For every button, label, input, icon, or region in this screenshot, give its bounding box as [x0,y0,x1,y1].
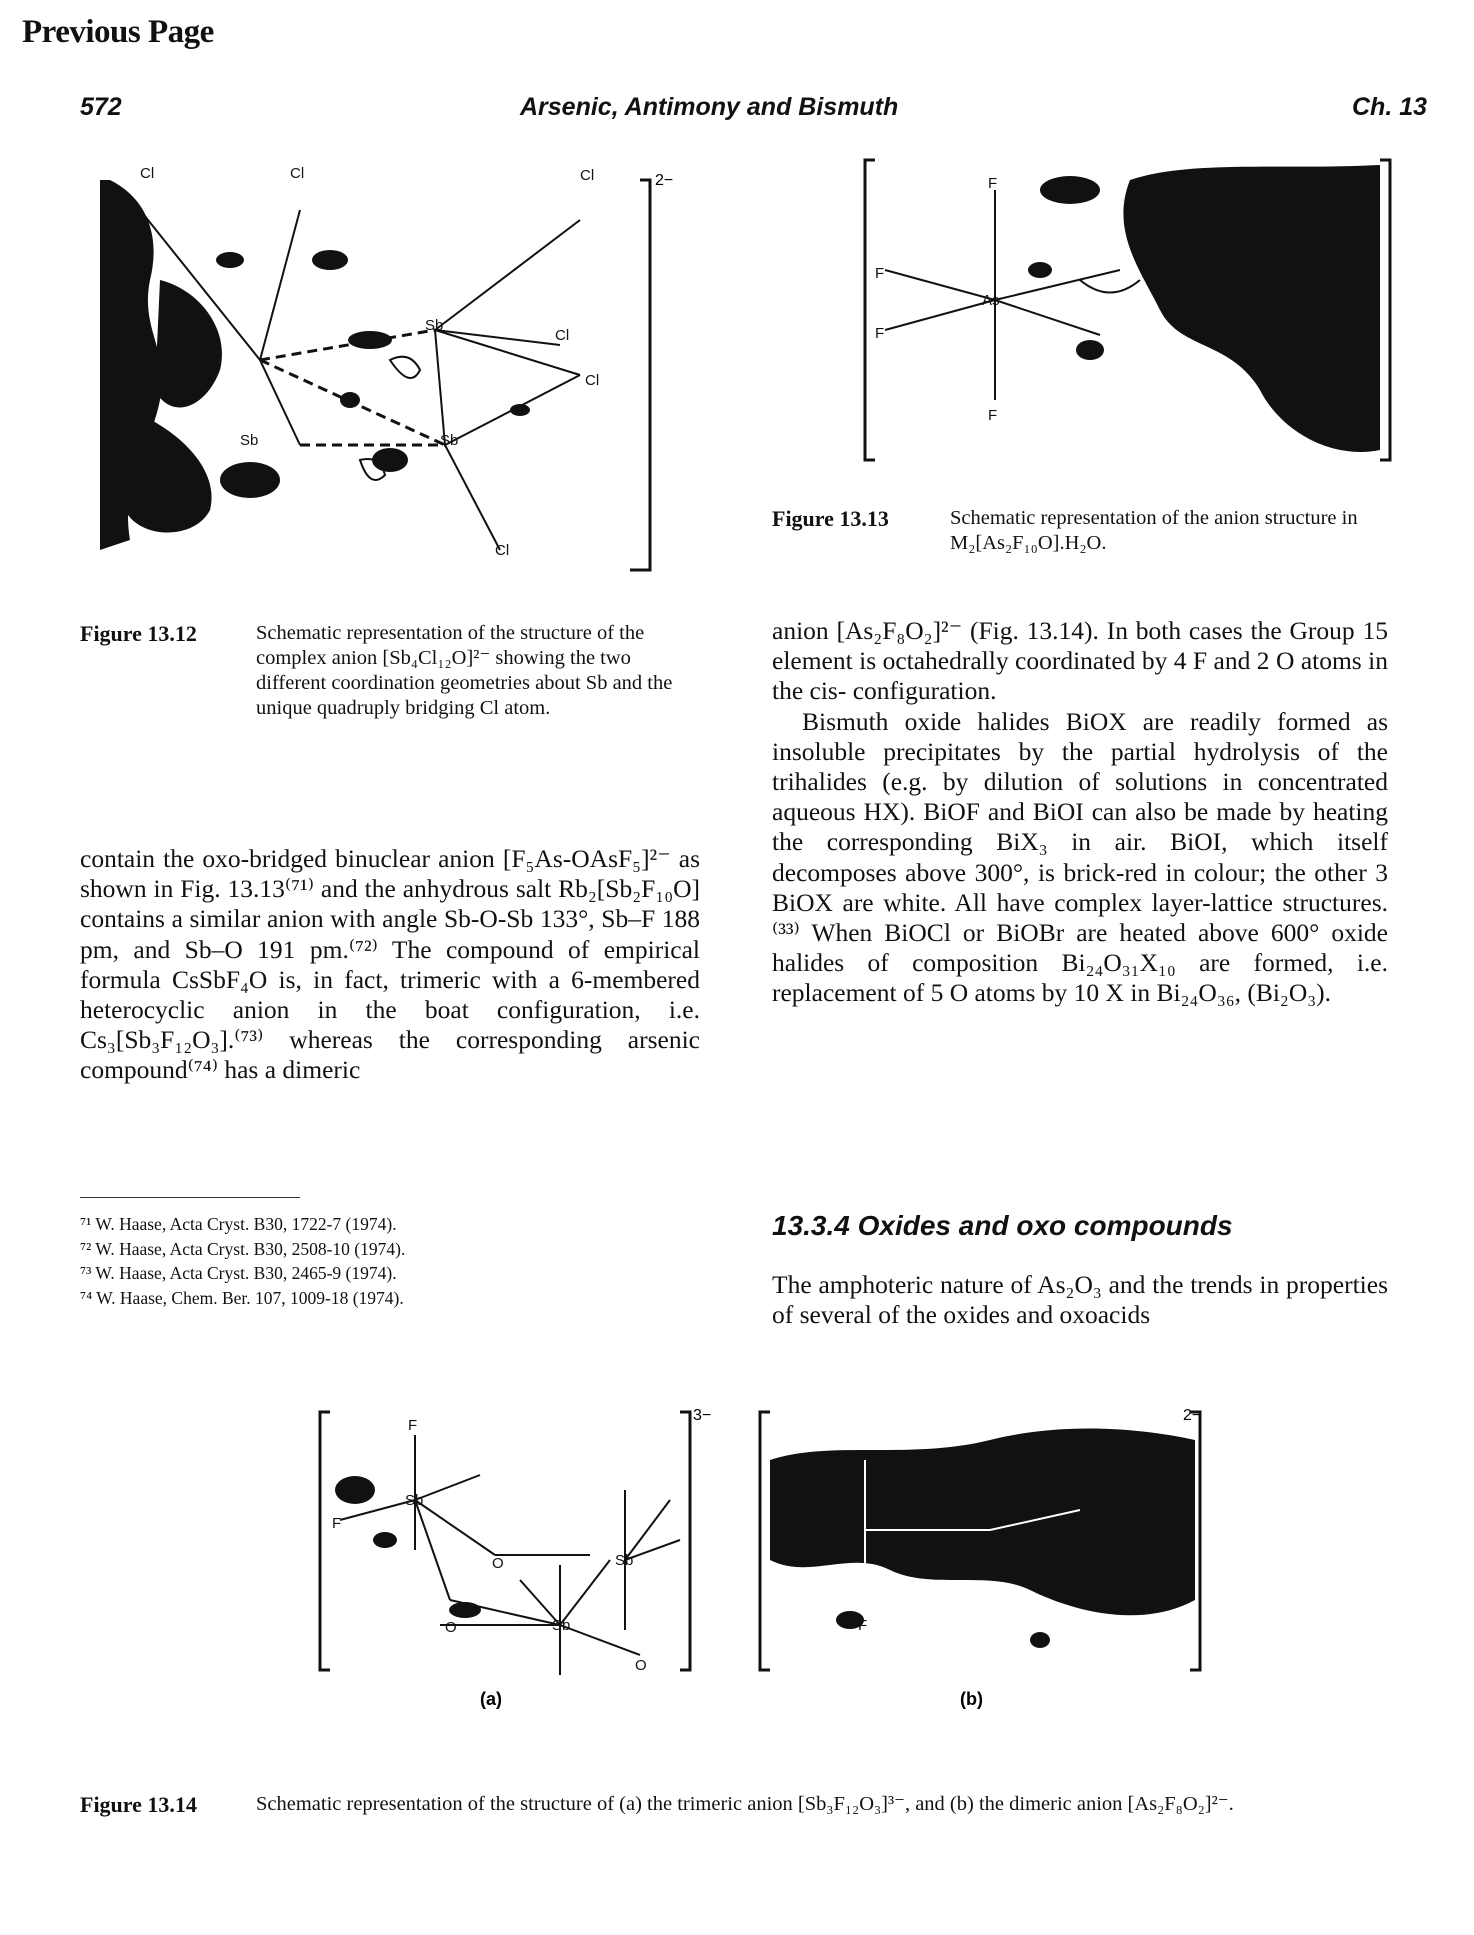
atom-o: O [635,1657,647,1674]
atom-cl: Cl [585,372,599,389]
chapter-label: Ch. 13 [1352,93,1428,121]
fig-13-12-charge: 2− [655,172,673,189]
atom-f: F [875,265,884,282]
figure-13-12-caption: Figure 13.12 Schematic representation of… [80,621,700,781]
figure-label: Figure 13.14 [80,1792,197,1817]
atom-f: F [858,1617,867,1634]
figure-13-13-diagram: F F F F As [863,158,1392,462]
paragraph: The amphoteric nature of As₂O₃ and the t… [772,1270,1388,1330]
atom-sb: Sb [615,1552,633,1569]
atom-as: As [982,292,1000,309]
paragraph: contain the oxo-bridged binuclear anion … [80,844,700,1085]
previous-page-link[interactable]: Previous Page [22,14,214,50]
atom-cl: Cl [290,165,304,182]
section-heading: 13.3.4 Oxides and oxo compounds [772,1210,1233,1241]
atom-f: F [875,325,884,342]
footnotes: ⁷¹ W. Haase, Acta Cryst. B30, 1722-7 (19… [80,1212,700,1310]
fig-13-14-charge-b: 2− [1183,1407,1201,1424]
footnote: ⁷³ W. Haase, Acta Cryst. B30, 2465-9 (19… [80,1263,397,1283]
panel-b-label: (b) [960,1689,983,1709]
left-column-text: contain the oxo-bridged binuclear anion … [80,844,700,1086]
atom-sb: Sb [425,317,443,334]
atom-cl: Cl [555,327,569,344]
atom-o: O [492,1555,504,1572]
paragraph: Bismuth oxide halides BiOX are readily f… [772,706,1388,1008]
atom-sb: Sb [405,1492,423,1509]
right-column-text: anion [As₂F₈O₂]²⁻ (Fig. 13.14). In both … [772,616,1388,1009]
figure-13-14-caption: Figure 13.14 Schematic representation of… [80,1792,1400,1852]
figure-13-13-caption: Figure 13.13 Schematic representation of… [772,506,1398,566]
atom-sb: Sb [440,432,458,449]
page-number: 572 [80,93,122,121]
panel-a-label: (a) [480,1689,502,1709]
caption-text: Schematic representation of the structur… [256,622,673,719]
atom-o: O [445,1619,457,1636]
atom-sb: Sb [552,1617,570,1634]
figure-label: Figure 13.13 [772,506,889,531]
atom-f: F [332,1515,341,1532]
caption-text: Schematic representation of the structur… [256,1793,1234,1815]
footnote: ⁷² W. Haase, Acta Cryst. B30, 2508-10 (1… [80,1238,406,1259]
figure-13-14-diagram: 3− F F Sb Sb Sb O O O (a) 2− [318,1407,1202,1709]
right-column-text-continued: The amphoteric nature of As₂O₃ and the t… [772,1270,1388,1330]
footnote: ⁷⁴ W. Haase, Chem. Ber. 107, 1009-18 (19… [80,1287,404,1308]
paragraph: anion [As₂F₈O₂]²⁻ (Fig. 13.14). In both … [772,616,1388,706]
atom-cl: Cl [580,167,594,184]
atom-f: F [988,175,997,192]
caption-text: Schematic representation of the anion st… [950,507,1358,554]
figure-label: Figure 13.12 [80,621,197,646]
figure-13-12-diagram: 2− Cl Cl Cl Cl Cl Cl Sb Sb [100,165,673,572]
atom-f: F [408,1417,417,1434]
running-title: Arsenic, Antimony and Bismuth [520,93,899,121]
atom-sb: Sb [240,432,258,449]
atom-f: F [988,407,997,424]
footnote-rule [80,1197,300,1198]
footnote: ⁷¹ W. Haase, Acta Cryst. B30, 1722-7 (19… [80,1214,397,1234]
atom-cl: Cl [495,542,509,559]
atom-cl: Cl [140,165,154,182]
fig-13-14-charge-a: 3− [693,1407,711,1424]
